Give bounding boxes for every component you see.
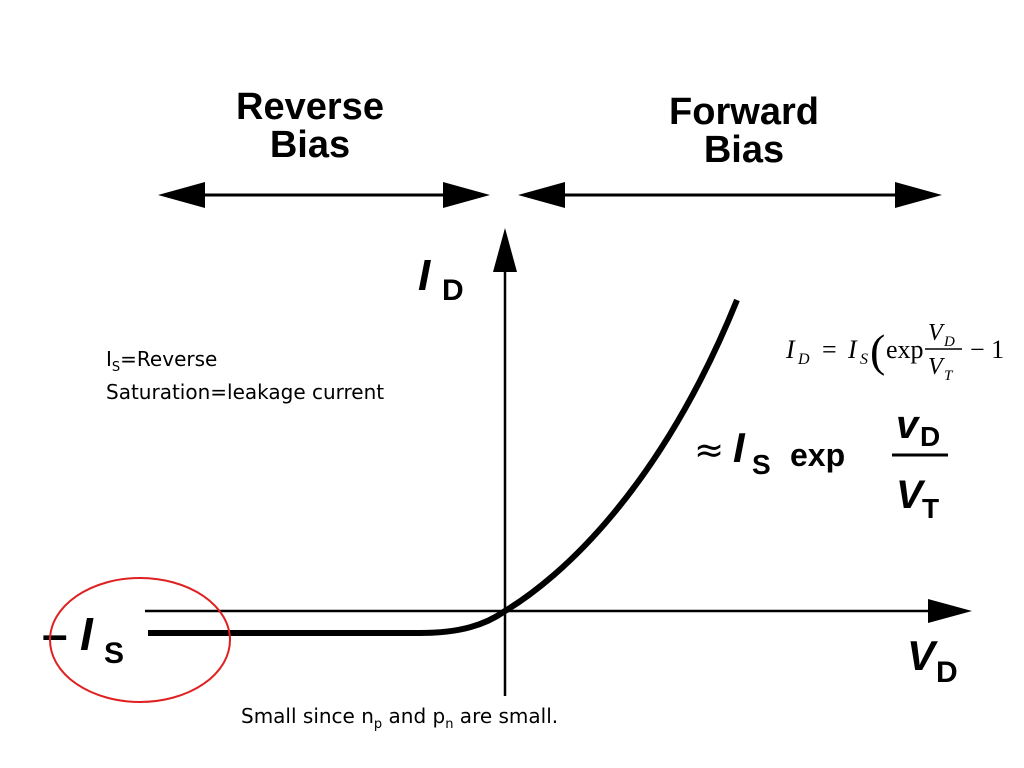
approx-den-sub: T	[922, 493, 939, 524]
approx-is-sub: S	[752, 449, 771, 480]
eq-den-sub: T	[944, 368, 954, 384]
eq-lhs-sub: D	[797, 351, 810, 368]
note-is-subscript: S	[111, 360, 121, 375]
x-axis-label: V	[907, 632, 938, 679]
neg-is-subscript: S	[104, 637, 124, 670]
forward-bias-arrow	[518, 182, 942, 208]
reverse-bias-line1: Reverse	[236, 86, 384, 128]
small-note-b-sub: n	[445, 717, 454, 732]
approx-exp: exp	[790, 437, 845, 473]
approx-num: v	[896, 403, 921, 447]
small-note-b: and p	[382, 704, 446, 728]
approx-num-sub: D	[920, 421, 940, 452]
neg-is-symbol: I	[80, 608, 94, 660]
eq-tail: − 1	[970, 335, 1004, 364]
iv-curve	[148, 298, 740, 636]
small-carriers-note: Small since np and pn are small.	[241, 704, 558, 737]
eq-den: V	[928, 354, 945, 380]
diode-equation: I D = I S ( exp V D V T − 1	[785, 320, 1004, 384]
note-is-symbol: I	[106, 347, 112, 371]
eq-equals: =	[822, 335, 837, 364]
approx-formula: ≈ I S exp v D V T	[694, 403, 948, 524]
forward-bias-title: Forward Bias	[624, 93, 864, 169]
eq-lhs: I	[785, 335, 796, 364]
reverse-bias-arrow	[158, 182, 490, 208]
saturation-current-note: IS=Reverse Saturation=leakage current	[106, 347, 384, 404]
eq-is: I	[847, 335, 858, 364]
eq-num: V	[928, 320, 945, 346]
small-note-a: Small since n	[241, 704, 374, 728]
eq-paren: (	[870, 325, 885, 376]
note-line1-rest: =Reverse	[120, 347, 218, 371]
eq-is-sub: S	[860, 351, 868, 368]
y-axis-label-sub: D	[442, 274, 464, 307]
small-note-a-sub: p	[373, 717, 383, 732]
saturation-highlight-circle	[49, 577, 231, 703]
reverse-bias-line2: Bias	[269, 124, 351, 166]
forward-bias-line1: Forward	[669, 91, 819, 133]
x-axis	[145, 599, 972, 623]
y-axis	[493, 228, 517, 696]
reverse-bias-title: Reverse Bias	[190, 88, 430, 164]
forward-bias-line2: Bias	[703, 129, 785, 171]
approx-is-symbol: I	[733, 424, 746, 471]
note-line2: Saturation=leakage current	[106, 380, 385, 404]
approx-den: V	[896, 473, 926, 517]
eq-exp: exp	[886, 335, 924, 364]
small-note-c: are small.	[453, 704, 559, 728]
neg-is-dash: –	[42, 608, 68, 660]
approx-symbol: ≈	[694, 430, 724, 471]
y-axis-label: I	[418, 251, 431, 300]
x-axis-label-sub: D	[936, 656, 958, 689]
eq-num-sub: D	[943, 334, 955, 350]
